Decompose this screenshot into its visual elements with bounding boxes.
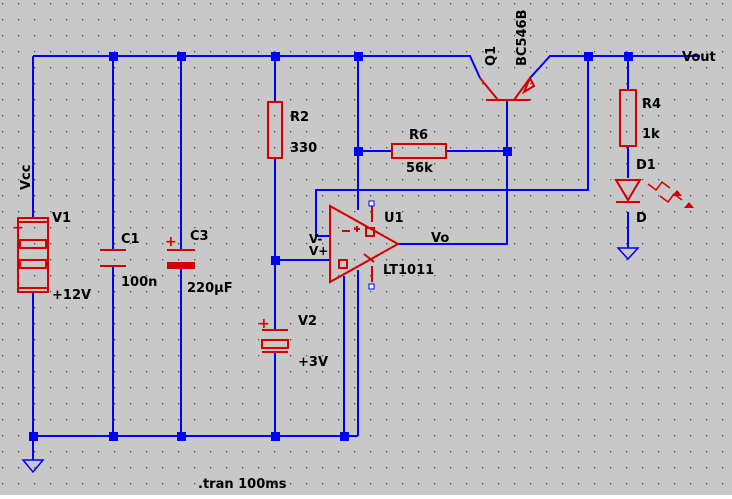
junction bbox=[354, 52, 363, 61]
ground-symbol bbox=[21, 459, 45, 474]
capacitor-c1[interactable] bbox=[100, 249, 126, 267]
c3-plus-sign: + bbox=[165, 234, 177, 250]
v1-plus-sign: + bbox=[12, 220, 24, 236]
resistor-r6[interactable] bbox=[391, 143, 447, 159]
junction bbox=[340, 432, 349, 441]
u1-pin-s bbox=[363, 253, 375, 263]
junction bbox=[271, 52, 280, 61]
c3-name: C3 bbox=[190, 229, 209, 244]
d1-value: D bbox=[636, 211, 647, 226]
junction bbox=[584, 52, 593, 61]
d1-name: D1 bbox=[636, 158, 656, 173]
junction bbox=[503, 147, 512, 156]
r2-value: 330 bbox=[290, 141, 317, 156]
junction bbox=[29, 432, 38, 441]
v2-value: +3V bbox=[298, 355, 328, 370]
labels: Vcc Vout Vo V- V+ V1 +12V C1 100n C3 220… bbox=[19, 10, 716, 493]
q1-value: BC546B bbox=[515, 10, 530, 67]
q1-emitter-arrow bbox=[521, 75, 536, 95]
battery-v2[interactable]: + bbox=[258, 316, 289, 353]
pin-label-vminus: V- bbox=[309, 232, 322, 246]
battery-v1[interactable]: + bbox=[12, 217, 49, 293]
comparator-u1[interactable] bbox=[329, 200, 401, 290]
u1-value: LT1011 bbox=[383, 263, 434, 278]
resistor-r4[interactable] bbox=[619, 89, 637, 147]
net-label-vout: Vout bbox=[682, 50, 716, 65]
r6-value: 56k bbox=[406, 161, 433, 176]
v1-body bbox=[17, 217, 49, 293]
pin-label-vplus: V+ bbox=[309, 244, 328, 258]
r4-value: 1k bbox=[642, 127, 660, 142]
v2-plus-sign: + bbox=[258, 316, 270, 332]
junctions bbox=[29, 52, 633, 441]
r6-name: R6 bbox=[409, 128, 428, 143]
u1-pin-g bbox=[338, 259, 348, 269]
v1-value: +12V bbox=[52, 288, 91, 303]
led-d1[interactable] bbox=[614, 179, 694, 208]
wire-vout-rail bbox=[529, 55, 700, 79]
junction bbox=[271, 432, 280, 441]
u1-pin-b bbox=[365, 227, 375, 237]
r2-name: R2 bbox=[290, 110, 309, 125]
v2-name: V2 bbox=[298, 314, 317, 329]
d1-light-ray bbox=[659, 192, 683, 204]
junction bbox=[109, 432, 118, 441]
d1-triangle bbox=[614, 179, 642, 202]
q1-emitter bbox=[513, 77, 531, 101]
junction bbox=[177, 52, 186, 61]
q1-collector bbox=[479, 77, 499, 101]
wire-feedback bbox=[315, 56, 589, 237]
c1-value: 100n bbox=[121, 275, 157, 290]
junction bbox=[624, 52, 633, 61]
wires[interactable] bbox=[32, 55, 700, 460]
net-label-vcc: Vcc bbox=[19, 165, 34, 190]
resistor-r2[interactable] bbox=[267, 101, 283, 159]
junction bbox=[271, 256, 280, 265]
v1-name: V1 bbox=[52, 211, 71, 226]
ground-symbol bbox=[616, 247, 640, 261]
transistor-q1[interactable] bbox=[479, 75, 536, 101]
c3-value: 220µF bbox=[187, 281, 233, 296]
junction bbox=[177, 432, 186, 441]
c1-name: C1 bbox=[121, 232, 140, 247]
r4-name: R4 bbox=[642, 97, 661, 112]
u1-triangle bbox=[329, 204, 401, 284]
net-label-vo: Vo bbox=[431, 231, 449, 246]
junction bbox=[109, 52, 118, 61]
junction bbox=[354, 147, 363, 156]
spice-directive: .tran 100ms bbox=[198, 477, 287, 492]
capacitor-c3[interactable]: + bbox=[165, 234, 195, 269]
u1-name: U1 bbox=[384, 211, 404, 226]
d1-light-ray bbox=[647, 180, 671, 192]
q1-name: Q1 bbox=[484, 46, 499, 66]
